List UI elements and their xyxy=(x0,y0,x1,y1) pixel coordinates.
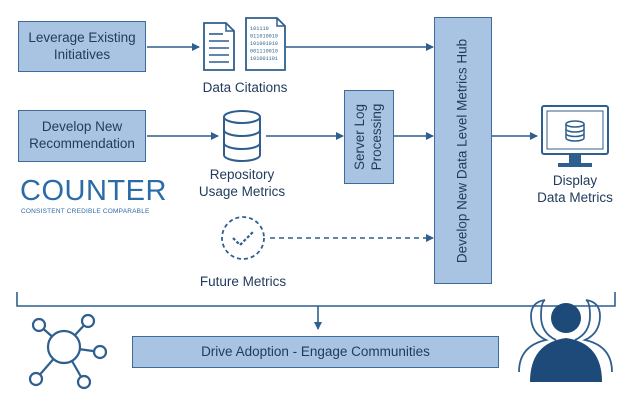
binary-line: 101001010 xyxy=(250,41,278,47)
binary-line: 101110 xyxy=(250,26,269,32)
database-icon xyxy=(223,110,261,162)
server-log-processing-label: Server Log Processing xyxy=(352,103,384,171)
develop-recommendation-label: Develop New Recommendation xyxy=(29,119,135,151)
metrics-hub-label: Develop New Data Level Metrics Hub xyxy=(454,38,470,263)
bottom-bracket xyxy=(16,292,616,307)
drive-adoption-label: Drive Adoption - Engage Communities xyxy=(201,343,430,359)
document-icon xyxy=(203,22,235,71)
repository-usage-metrics-label: Repository Usage Metrics xyxy=(198,167,286,199)
leverage-initiatives-box: Leverage Existing Initiatives xyxy=(18,21,146,72)
monitor-icon xyxy=(541,105,609,167)
people-icon xyxy=(518,299,613,382)
binary-line: 001110010 xyxy=(250,49,278,55)
binary-line: 101001101 xyxy=(250,56,278,62)
metrics-hub-box: Develop New Data Level Metrics Hub xyxy=(434,17,492,284)
develop-recommendation-box: Develop New Recommendation xyxy=(18,110,146,162)
display-data-metrics-label: Display Data Metrics xyxy=(537,173,613,205)
check-circle-icon xyxy=(221,216,265,260)
counter-logo: COUNTER xyxy=(20,175,167,207)
future-metrics-label: Future Metrics xyxy=(199,274,287,289)
drive-adoption-box: Drive Adoption - Engage Communities xyxy=(132,336,499,368)
network-icon xyxy=(28,313,108,390)
server-log-processing-box: Server Log Processing xyxy=(344,90,394,184)
binary-line: 011010010 xyxy=(250,34,278,40)
leverage-initiatives-label: Leverage Existing Initiatives xyxy=(28,29,136,62)
data-citations-label: Data Citations xyxy=(202,80,288,95)
counter-tagline: CONSISTENT CREDIBLE COMPARABLE xyxy=(21,208,150,215)
